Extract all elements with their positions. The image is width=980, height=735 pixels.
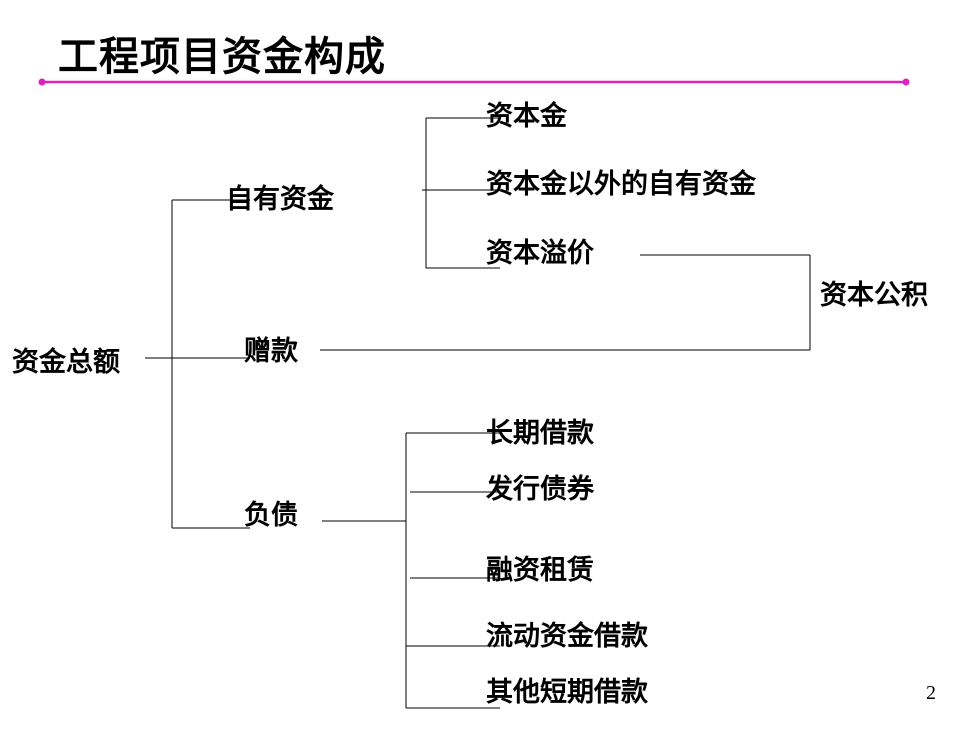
node-donation: 赠款 [244,336,298,367]
page-number: 2 [926,682,936,704]
node-own-funds: 自有资金 [226,184,334,215]
node-bond-issue: 发行债券 [486,474,594,505]
node-capital: 资本金 [486,101,567,132]
node-other-short-term-loan: 其他短期借款 [486,677,648,708]
node-other-own-funds: 资本金以外的自有资金 [486,169,756,200]
node-liabilities: 负债 [244,500,298,531]
node-working-capital-loan: 流动资金借款 [486,621,648,652]
slide-title: 工程项目资金构成 [58,34,386,80]
underline-left-dot [38,78,46,86]
node-long-term-loan: 长期借款 [486,418,594,449]
node-capital-reserve: 资本公积 [820,280,928,311]
node-total-funds: 资金总额 [12,347,120,378]
node-finance-lease: 融资租赁 [486,555,594,586]
node-capital-premium: 资本溢价 [486,238,594,269]
underline-right-dot [902,78,910,86]
